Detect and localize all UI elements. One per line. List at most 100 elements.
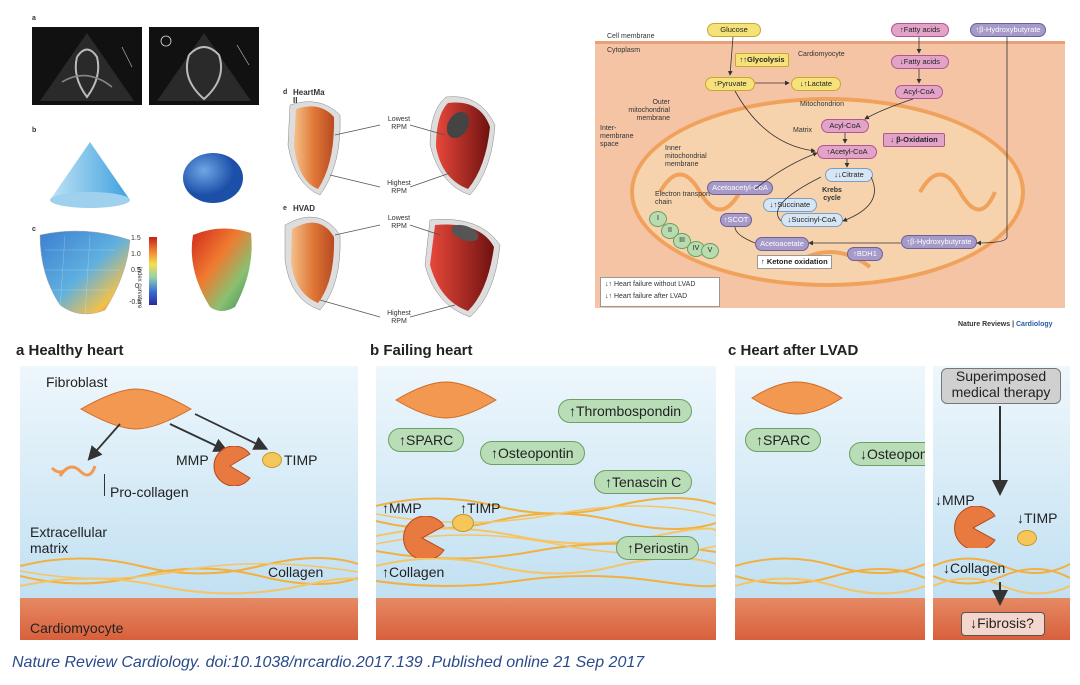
after-lvad-panel: ↑SPARC ↓Osteopontin — [735, 366, 925, 640]
intermembrane-label: Inter-membrane space — [600, 125, 634, 148]
cardiomyocyte-layer — [20, 598, 358, 640]
fibroblast-cell — [79, 388, 193, 430]
timp-circle-icon — [452, 514, 474, 532]
label-b: b — [32, 127, 37, 134]
curvature-colorbar — [149, 237, 157, 305]
label-e: e — [283, 205, 287, 212]
glucose-node: Glucose — [707, 23, 761, 37]
timp-label: TIMP — [284, 452, 318, 468]
krebs-label: Krebs cycle — [822, 187, 842, 202]
fatty-acids-top-node: ↑Fatty acids — [891, 23, 949, 37]
acetyl-coa-node: ↑Acetyl-CoA — [817, 145, 877, 159]
etc-label: Electron transport chain — [655, 191, 711, 206]
thrombospondin-pill: ↑Thrombospondin — [558, 399, 693, 423]
collagen-fibers — [933, 557, 1070, 595]
beta-oxidation-node: ↓ β-Oxidation — [883, 133, 945, 147]
medical-therapy-panel: Superimposed medical therapy ↓MMP ↓TIMP … — [933, 366, 1070, 640]
highest-rpm-label-1: Highest RPM — [387, 180, 411, 195]
collagen-fibers — [735, 557, 925, 595]
colorbar-tick: -0.5 — [129, 299, 142, 306]
bdh1-node: ↑BDH1 — [847, 247, 883, 261]
label-a: a — [32, 15, 36, 22]
etc-complex-node: IV — [687, 241, 705, 257]
succinyl-coa-node: ↓Succinyl-CoA — [781, 213, 843, 227]
fibrosis-label: ↓Fibrosis? — [970, 615, 1034, 631]
succinate-node: ↓↑Succinate — [763, 198, 817, 212]
fibroblast-arrows — [50, 413, 269, 477]
fatty-acids-mid-node: ↓Fatty acids — [891, 55, 949, 69]
colorbar-tick: 1.0 — [131, 251, 141, 258]
fibrosis-box — [961, 612, 1045, 636]
periostin-pill: ↑Periostin — [616, 536, 700, 560]
mmp-pacman-icon — [954, 506, 996, 548]
echo-ultrasound-2 — [157, 33, 251, 101]
etc-complex-node: III — [673, 233, 691, 249]
label-d: d — [283, 89, 288, 96]
fibroblast-cell — [751, 381, 843, 415]
failing-heart-title: b Failing heart — [370, 342, 473, 359]
pathway-arrows — [727, 36, 1008, 246]
mmp-label: ↑MMP — [382, 500, 422, 516]
therapy-arrows — [992, 406, 1008, 606]
failing-heart-panel: ↑Thrombospondin ↑SPARC ↑Osteopontin ↑Ten… — [376, 366, 716, 640]
timp-label: ↑TIMP — [460, 500, 501, 516]
etc-complex-node: V — [701, 243, 719, 259]
inner-membrane-label: Inner mitochondrial membrane — [665, 145, 707, 168]
sparc-pill: ↑SPARC — [745, 428, 822, 452]
outer-membrane-label: Outer mitochondrial membrane — [628, 99, 670, 122]
glycolysis-node: ↑↑Glycolysis — [735, 53, 789, 67]
cell-membrane-label: Cell membrane — [607, 33, 655, 40]
lactate-node: ↓↑Lactate — [791, 77, 841, 91]
cytoplasm-label: Cytoplasm — [607, 47, 641, 54]
hvad-title: HVAD — [293, 204, 316, 213]
bhb-top-node: ↑β-Hydroxybutyrate — [970, 23, 1046, 37]
heartmate-title: HeartMate II — [293, 88, 325, 105]
lowest-rpm-label-2: Lowest RPM — [387, 215, 411, 230]
mmp-pacman-icon — [403, 516, 445, 558]
ecm-label: Extracellular matrix — [30, 524, 108, 556]
metabolism-panel: Cell membrane Cytoplasm Cardiomyocyte Mi… — [595, 15, 1070, 320]
procollagen-label: Pro-collagen — [110, 484, 189, 500]
healthy-heart-title: a Healthy heart — [16, 342, 124, 359]
echo-ultrasound-1 — [40, 33, 134, 101]
therapy-label: Superimposed medical therapy — [951, 368, 1051, 400]
fibroblast-label: Fibroblast — [46, 374, 108, 390]
timp-circle-icon — [1017, 530, 1037, 546]
lowest-rpm-label-1: Lowest RPM — [387, 116, 411, 131]
colorbar-ticks: 1.5 1.0 0.5 0 -0.5 — [129, 235, 147, 313]
cardiomyocyte-label: Cardiomyocyte — [30, 620, 124, 636]
fibroblast-cell — [395, 381, 497, 419]
citation: Nature Review Cardiology. doi:10.1038/nr… — [12, 654, 645, 671]
procollagen-pointer — [104, 474, 105, 496]
cone-shape-icon — [50, 142, 130, 208]
therapy-box — [941, 368, 1061, 404]
echo-image-1 — [32, 27, 142, 105]
colorbar-title: Index curvature — [136, 267, 142, 309]
lvad-models — [284, 96, 501, 318]
cardiomyocyte-layer — [735, 598, 925, 640]
mmp-pacman-icon — [213, 446, 251, 486]
pyruvate-node: ↑Pyruvate — [705, 77, 755, 91]
acyl-coa-matrix-node: Acyl-CoA — [821, 119, 869, 133]
legend-item-no-lvad: ↓↑ Heart failure without LVAD — [605, 281, 696, 288]
scot-node: ↑SCOT — [720, 213, 752, 227]
heart-curvature-map-1 — [39, 230, 131, 316]
timp-label: ↓TIMP — [1017, 510, 1058, 526]
collagen-fibers — [20, 556, 358, 595]
healthy-heart-panel: Fibroblast MMP TIMP Pro-collagen Extrace… — [20, 366, 358, 640]
citrate-node: ↓↓Citrate — [825, 168, 873, 182]
acyl-coa-cyto-node: Acyl-CoA — [895, 85, 943, 99]
timp-circle-icon — [262, 452, 282, 468]
bhb-bottom-node: ↑β-Hydroxybutyrate — [901, 235, 977, 249]
collagen-label: Collagen — [268, 564, 324, 580]
colorbar-tick: 0 — [135, 283, 139, 290]
heart-after-lvad-title: c Heart after LVAD — [728, 342, 859, 359]
collagen-label: ↓Collagen — [943, 560, 1006, 576]
heart-curvature-map-2 — [191, 228, 252, 311]
mitochondrion-label: Mitochondrion — [800, 101, 844, 108]
tenascin-pill: ↑Tenascin C — [594, 470, 693, 494]
label-c: c — [32, 226, 36, 233]
acetoacetyl-coa-node: Acetoacetyl-CoA — [707, 181, 773, 195]
cardiomyocyte-layer — [376, 598, 716, 640]
collagen-label: ↑Collagen — [382, 564, 445, 580]
